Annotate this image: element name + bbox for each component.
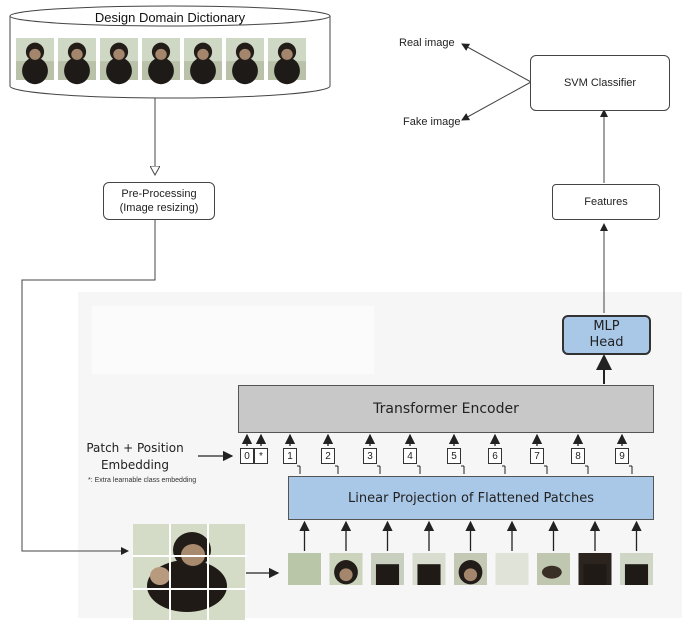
patch-arrows [299,520,642,551]
dictionary-thumbnail-6 [226,38,264,85]
token-arrows [241,433,633,474]
patch-embed-line1: Patch + Position [86,441,184,455]
token-0: 0 [240,448,254,464]
token-9: 9 [615,448,629,464]
patch-8 [578,553,612,585]
dictionary-thumbnail-5 [184,38,222,85]
dictionary-thumbnail-1 [16,38,54,85]
patch-2 [329,553,363,585]
transformer-encoder-box: Transformer Encoder [238,385,654,433]
token-6: 6 [488,448,502,464]
preprocessing-line1: Pre-Processing [121,188,197,200]
token-class-embedding: * [254,448,268,464]
arrow-preprocess-to-patches [21,219,156,555]
token-3: 3 [363,448,377,464]
patch-embed-line2: Embedding [100,458,170,472]
token-1: 1 [283,448,297,464]
class-embedding-note: *: Extra learnable class embedding [88,477,197,484]
fake-image-label: Fake image [403,116,461,128]
svm-label: SVM Classifier [563,77,637,89]
patch-6 [495,553,529,585]
mlp-line2: Head [589,335,624,350]
dictionary-title: Design Domain Dictionary [94,10,246,25]
features-box: Features [552,184,660,220]
features-label: Features [584,196,628,208]
dictionary-thumbnail-7 [268,38,306,85]
grid-patch-3 [209,524,245,555]
patch-7 [537,553,570,585]
patch-strip [288,553,653,585]
mlp-line1: MLP [593,319,620,334]
patch-3 [371,553,404,585]
preprocessing-line2: (Image resizing) [119,202,199,214]
token-2: 2 [321,448,335,464]
token-4: 4 [403,448,417,464]
linear-label: Linear Projection of Flattened Patches [348,490,594,506]
patch-grid [133,524,247,620]
encoder-label: Transformer Encoder [373,401,519,417]
token-5: 5 [447,448,461,464]
linear-projection-box: Linear Projection of Flattened Patches [288,476,654,520]
vit-panel-highlight [92,306,374,374]
patch-9 [620,553,653,585]
svm-classifier-box: SVM Classifier [530,55,670,111]
arrow-svm-to-real [461,43,532,83]
dictionary-thumbnail-4 [142,38,180,85]
patch-4 [412,553,446,585]
grid-patch-1 [133,524,169,555]
mlp-head-box: MLP Head [562,315,651,355]
real-image-label: Real image [399,37,455,49]
patch-position-embedding-label: Patch + Position Embedding [80,440,190,474]
token-7: 7 [530,448,544,464]
patch-1 [288,553,321,585]
dictionary-thumbnail-3 [100,38,138,85]
preprocessing-box: Pre-Processing (Image resizing) [103,182,215,220]
dictionary-thumbnails [16,38,306,85]
patch-5 [454,553,487,585]
token-8: 8 [571,448,585,464]
arrow-svm-to-fake [461,81,532,121]
dictionary-thumbnail-2 [58,38,96,85]
